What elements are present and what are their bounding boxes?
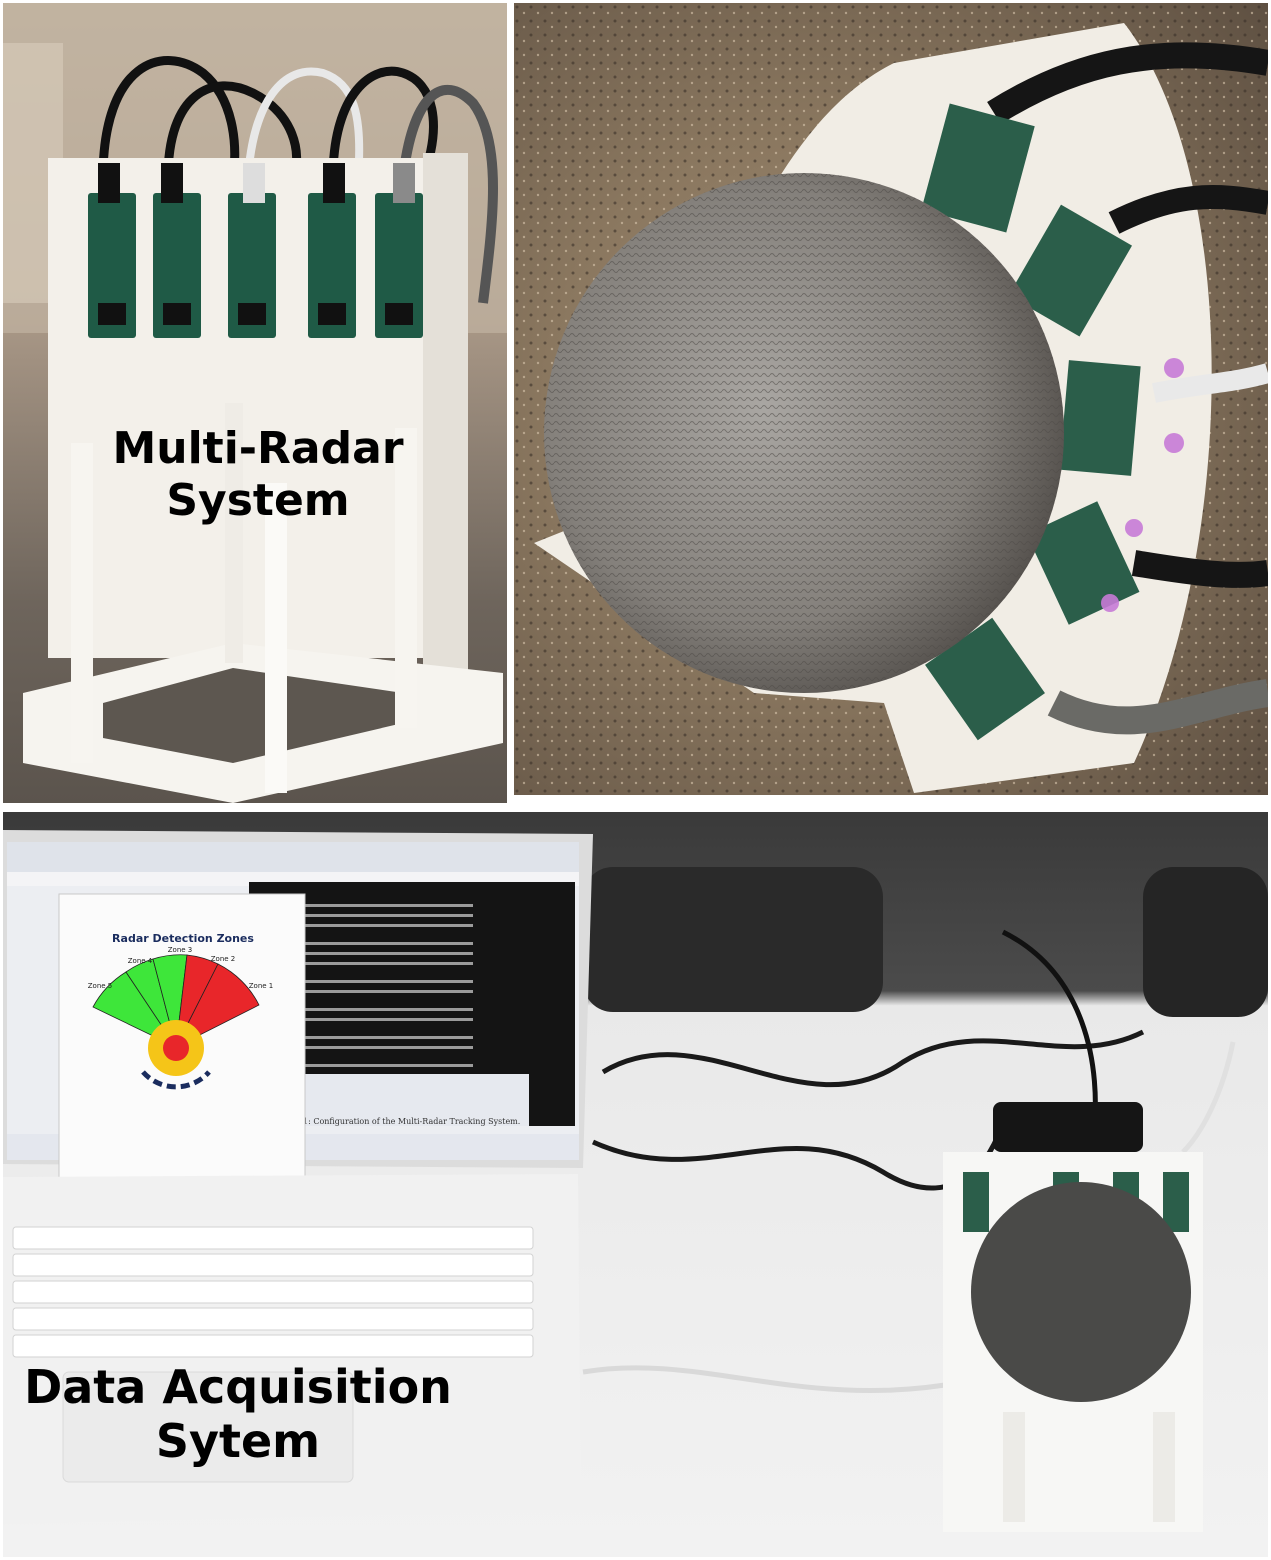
zone-3-label: Zone 3 bbox=[168, 946, 193, 954]
chair bbox=[1143, 867, 1268, 1017]
post bbox=[395, 428, 417, 728]
center-ring-inner bbox=[163, 1035, 189, 1061]
radar-boards bbox=[921, 103, 1184, 741]
post bbox=[225, 403, 243, 663]
radar-boards bbox=[88, 163, 423, 338]
caption-line: System bbox=[166, 474, 350, 526]
caption-data-acquisition-system: Data Acquisition Sytem bbox=[13, 1360, 463, 1469]
zone-4-label: Zone 4 bbox=[128, 957, 153, 965]
caption-line: Sytem bbox=[155, 1414, 321, 1469]
chart-title: Radar Detection Zones bbox=[112, 932, 254, 945]
keyboard[interactable] bbox=[12, 1226, 534, 1358]
radar-stand-with-speaker bbox=[943, 1152, 1203, 1532]
stand-illustration bbox=[3, 3, 507, 803]
zone-5-label: Zone 5 bbox=[88, 982, 113, 990]
browser-toolbar[interactable] bbox=[7, 842, 579, 872]
touchpad[interactable] bbox=[62, 1371, 354, 1483]
zone-1-wedge bbox=[175, 963, 260, 1048]
chair bbox=[583, 867, 883, 1012]
document-caption: 1: Configuration of the Multi-Radar Trac… bbox=[303, 1117, 520, 1126]
radar-zones-window[interactable]: Radar Detection Zones Zone 5 Zone 4 Zone… bbox=[58, 893, 306, 1201]
photo-data-acquisition-setup: 1: Configuration of the Multi-Radar Trac… bbox=[3, 812, 1268, 1557]
post bbox=[71, 443, 93, 763]
power-adapter bbox=[993, 1102, 1143, 1152]
caption-line: Data Acquisition bbox=[24, 1360, 452, 1414]
setup-illustration: 1: Configuration of the Multi-Radar Trac… bbox=[3, 830, 1268, 1532]
caption-line: Multi-Radar bbox=[112, 423, 404, 474]
smart-speaker bbox=[971, 1182, 1191, 1402]
photo-speaker-radar-ring bbox=[514, 3, 1268, 795]
photo-multi-radar-stand: Multi-Radar System bbox=[3, 3, 507, 803]
zone-2-label: Zone 2 bbox=[211, 955, 236, 963]
caption-multi-radar-system: Multi-Radar System bbox=[63, 423, 453, 527]
speaker-illustration bbox=[514, 3, 1268, 795]
post bbox=[265, 483, 287, 793]
zone-1-label: Zone 1 bbox=[249, 982, 274, 990]
